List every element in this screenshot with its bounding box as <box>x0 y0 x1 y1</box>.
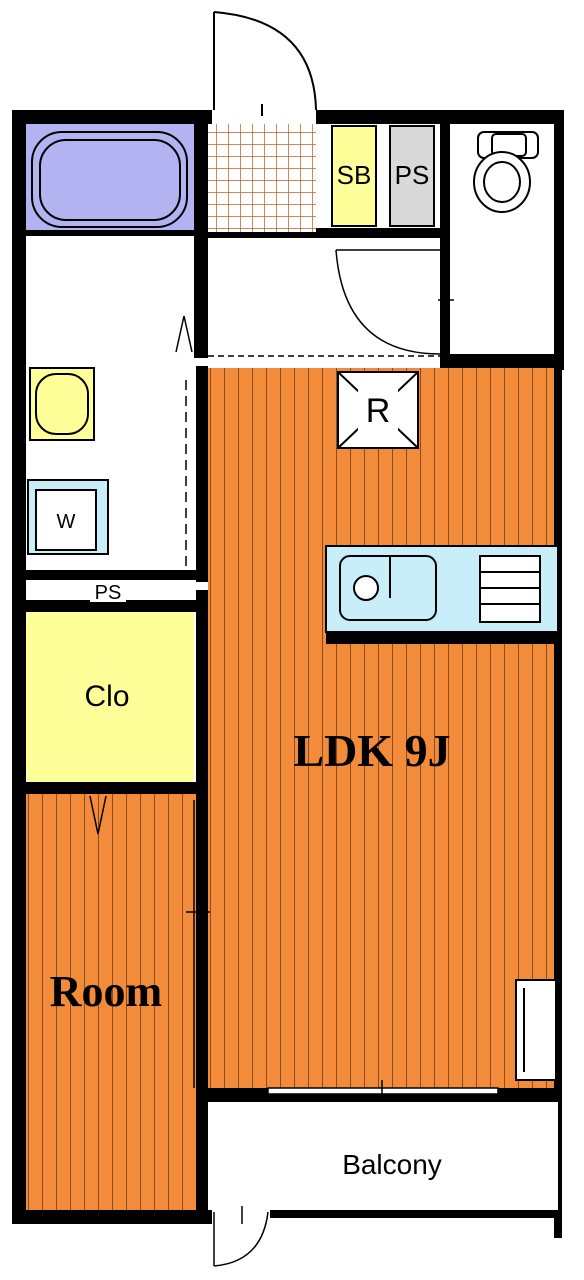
toilet <box>473 131 539 213</box>
pipe-space-top <box>389 125 435 227</box>
room-label: Room <box>50 967 162 1016</box>
air-conditioner <box>515 979 557 1081</box>
refrigerator <box>337 371 419 449</box>
refrigerator-label: R <box>366 392 391 430</box>
pipe-space-mid <box>90 580 126 602</box>
genkan-tile <box>208 124 316 232</box>
washer <box>27 479 109 555</box>
washbasin <box>29 367 95 441</box>
balcony-door <box>213 1206 269 1267</box>
bathtub-inner <box>39 139 181 221</box>
walls <box>12 110 564 1238</box>
washer-label: W <box>57 511 76 533</box>
ldk-floor <box>208 368 558 1088</box>
ldk-label: LDK 9J <box>293 725 450 776</box>
balcony-area <box>208 1102 558 1210</box>
closet-label: Clo <box>84 680 129 713</box>
kitchen-counter <box>325 545 559 633</box>
entry-door <box>213 11 317 116</box>
balcony-window <box>267 1087 499 1095</box>
shoe-box-label: SB <box>337 160 372 190</box>
shoe-box <box>331 125 377 227</box>
pipe-space-top-label: PS <box>395 160 430 190</box>
room-door <box>89 795 210 1088</box>
closet-floor <box>24 612 194 782</box>
balcony-label: Balcony <box>342 1149 442 1180</box>
bath-door <box>175 315 193 570</box>
room-floor <box>24 794 196 1212</box>
pipe-space-mid-label: PS <box>95 582 122 604</box>
toilet-door <box>208 249 454 357</box>
